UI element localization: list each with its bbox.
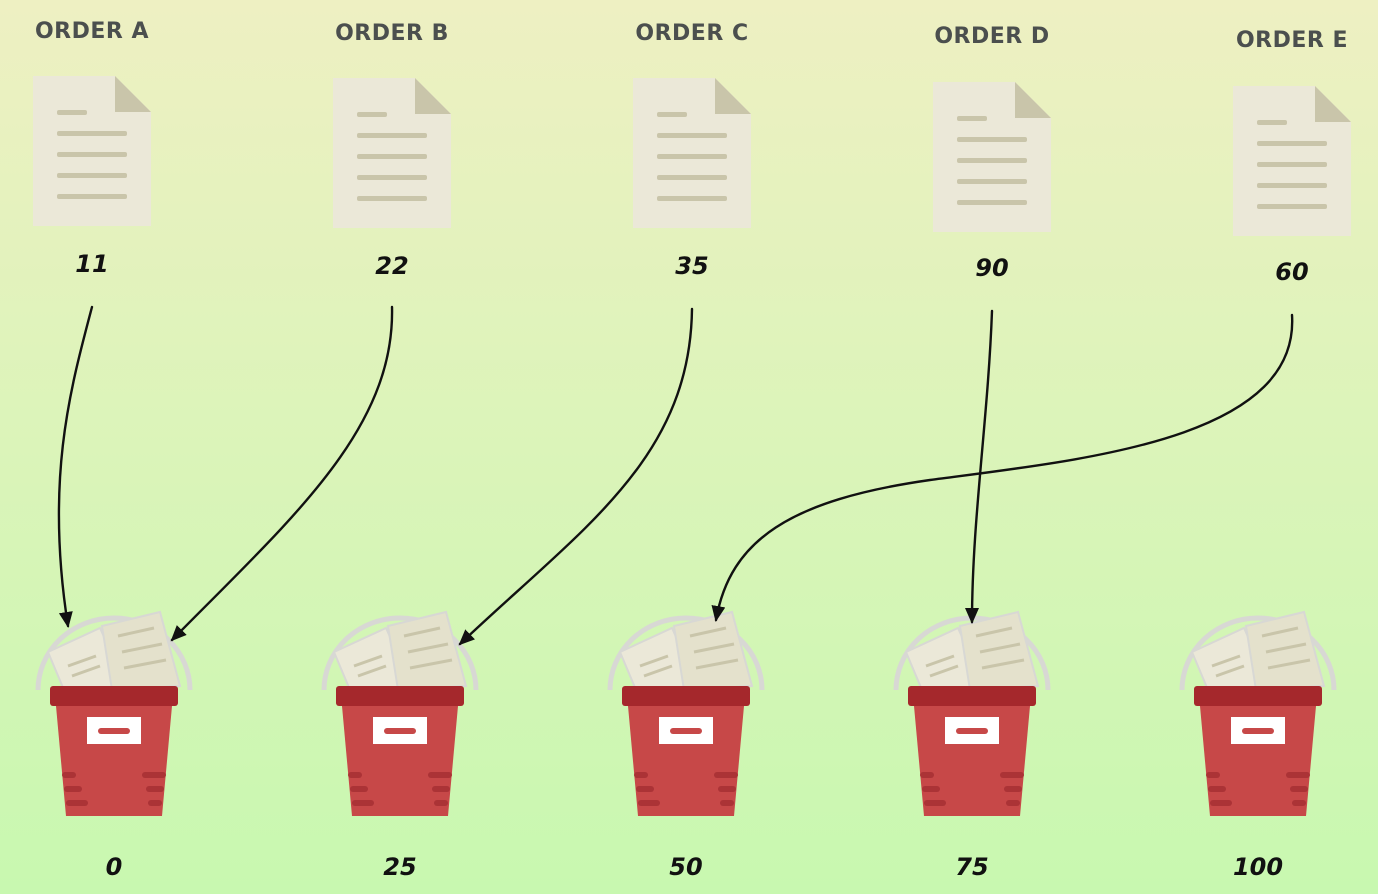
order-value: 60 xyxy=(1275,258,1308,286)
bucket-100: 100 xyxy=(1179,610,1337,881)
order-title: ORDER E xyxy=(1236,28,1348,53)
bucket-icon xyxy=(1179,610,1337,816)
order-c: ORDER C 35 xyxy=(633,21,751,280)
order-e: ORDER E 60 xyxy=(1233,28,1351,286)
order-title: ORDER A xyxy=(35,19,149,44)
order-value: 11 xyxy=(75,250,108,278)
bucket-icon xyxy=(35,610,193,816)
bucket-0: 0 xyxy=(35,610,193,881)
arrow-order-e-to-bucket-50 xyxy=(711,313,1294,622)
bucket-icon xyxy=(607,610,765,816)
bucket-label: 75 xyxy=(955,853,988,881)
bucket-label: 0 xyxy=(106,853,123,881)
bucket-50: 50 xyxy=(607,610,765,881)
arrow-order-b-to-bucket-0 xyxy=(170,305,394,642)
document-icon xyxy=(633,78,751,228)
order-value: 22 xyxy=(375,252,408,280)
order-title: ORDER D xyxy=(934,24,1049,49)
document-icon xyxy=(333,78,451,228)
bucket-25: 25 xyxy=(321,610,479,881)
arrow-order-d-to-bucket-75 xyxy=(965,309,994,624)
order-value: 90 xyxy=(975,254,1008,282)
arrow-order-c-to-bucket-25 xyxy=(458,307,694,646)
bucket-icon xyxy=(321,610,479,816)
bucket-label: 50 xyxy=(669,853,702,881)
order-a: ORDER A 11 xyxy=(33,19,151,278)
bucket-75: 75 xyxy=(893,610,1051,881)
document-icon xyxy=(33,76,151,226)
order-value: 35 xyxy=(675,252,708,280)
bucket-label: 25 xyxy=(383,853,416,881)
bucket-icon xyxy=(893,610,1051,816)
document-icon xyxy=(1233,86,1351,236)
document-icon xyxy=(933,82,1051,232)
arrow-order-a-to-bucket-0 xyxy=(57,305,94,628)
bucket-label: 100 xyxy=(1233,853,1283,881)
order-title: ORDER B xyxy=(335,21,449,46)
order-d: ORDER D 90 xyxy=(933,24,1051,282)
order-title: ORDER C xyxy=(635,21,748,46)
order-b: ORDER B 22 xyxy=(333,21,451,280)
